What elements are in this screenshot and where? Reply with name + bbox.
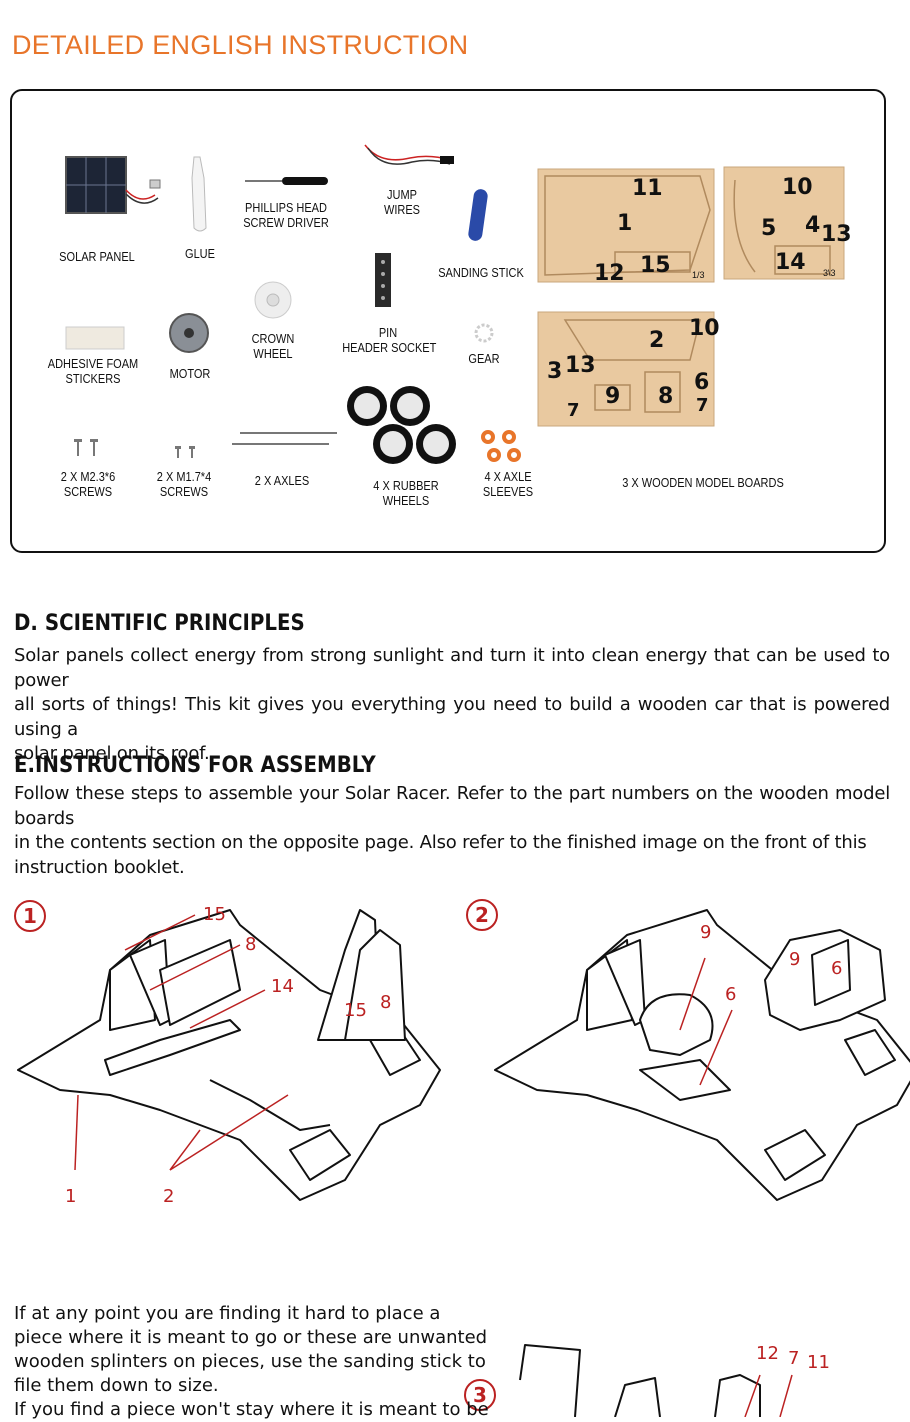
screws-a-image xyxy=(74,439,98,456)
label-solar-panel: SOLAR PANEL xyxy=(59,250,135,264)
board-1-part-number: 11 xyxy=(632,176,663,201)
board-1-part-number: 1 xyxy=(617,211,633,236)
section-e-text: Follow these steps to assemble your Sola… xyxy=(14,783,890,878)
step-3-callout: 7 xyxy=(788,1348,800,1369)
step-3-badge: 3 xyxy=(464,1379,496,1411)
step-1-callout: 8 xyxy=(245,934,257,955)
label-gear: GEAR xyxy=(468,352,500,366)
section-d-heading: D. SCIENTIFIC PRINCIPLES xyxy=(14,611,305,636)
glue-image xyxy=(191,156,207,232)
tip-text: If at any point you are finding it hard … xyxy=(14,1303,489,1420)
step-2-callout: 6 xyxy=(831,958,843,979)
board-2-part-number: 5 xyxy=(761,216,777,241)
step-2-chassis xyxy=(494,909,910,1201)
wooden-board-3 xyxy=(537,311,715,427)
step-1-callout: 1 xyxy=(65,1186,77,1207)
board-3-part-number: 2 xyxy=(649,328,665,353)
contents-box xyxy=(10,89,886,553)
step-1-callout: 2 xyxy=(163,1186,175,1207)
contents-illustrations xyxy=(65,144,845,464)
page-title: DETAILED ENGLISH INSTRUCTION xyxy=(12,30,469,60)
pin-header-image xyxy=(375,253,391,307)
solar-panel-image xyxy=(65,156,161,214)
sanding-stick-image xyxy=(468,189,488,241)
motor-image xyxy=(169,313,209,353)
gear-image xyxy=(474,323,494,343)
board-2-part-number: 13 xyxy=(821,222,852,247)
wooden-board-2 xyxy=(723,166,845,280)
screwdriver-image xyxy=(245,177,328,185)
board-3-part-number: 3 xyxy=(547,359,563,384)
step-2-callout: 6 xyxy=(725,984,737,1005)
board-3-part-number: 8 xyxy=(658,384,674,409)
step-3-callout: 11 xyxy=(807,1352,830,1373)
section-d-text: Solar panels collect energy from strong … xyxy=(14,645,890,764)
step-1-callout: 15 xyxy=(344,1000,367,1021)
label-axles: 2 X AXLES xyxy=(254,474,310,488)
label-sanding-stick: SANDING STICK xyxy=(438,266,524,280)
board-2-part-number: 14 xyxy=(775,250,806,275)
step-2-callout: 9 xyxy=(700,922,712,943)
wheels-image xyxy=(347,386,456,464)
label-boards: 3 X WOODEN MODEL BOARDS xyxy=(622,476,784,490)
step-2-badge: 2 xyxy=(466,899,498,931)
step-1-parts xyxy=(317,909,406,1041)
board-3-part-number: 6 xyxy=(694,370,710,395)
board-3-part-number: 7 xyxy=(567,400,580,421)
crown-wheel-image xyxy=(254,281,292,319)
step-1-callout: 14 xyxy=(271,976,294,997)
label-motor: MOTOR xyxy=(169,367,211,381)
board-1-part-number: 15 xyxy=(640,253,671,278)
board-1-page: 1/3 xyxy=(692,270,705,280)
foam-image xyxy=(65,326,125,350)
board-1-part-number: 12 xyxy=(594,261,625,286)
board-3-part-number: 7 xyxy=(696,395,709,416)
step-3-callout: 12 xyxy=(756,1343,779,1364)
board-2-part-number: 4 xyxy=(805,213,821,238)
board-3-part-number: 10 xyxy=(689,316,720,341)
wooden-board-1 xyxy=(537,168,715,283)
board-2-page: 3\3 xyxy=(823,268,836,278)
board-3-part-number: 13 xyxy=(565,353,596,378)
step-1-chassis xyxy=(17,909,441,1201)
step-1-callout: 8 xyxy=(380,992,392,1013)
step-1-callout: 15 xyxy=(203,904,226,925)
step-3-chassis xyxy=(519,1344,761,1417)
section-e-heading: E.INSTRUCTIONS FOR ASSEMBLY xyxy=(14,753,376,778)
step-2-parts xyxy=(764,929,886,1031)
sleeves-image xyxy=(481,430,521,462)
step-1-badge: 1 xyxy=(14,900,46,932)
axles-image xyxy=(232,432,337,445)
step-2-callout: 9 xyxy=(789,949,801,970)
screws-b-image xyxy=(175,446,195,458)
label-glue: GLUE xyxy=(185,247,215,261)
assembly-diagrams xyxy=(17,909,910,1417)
jump-wires-image xyxy=(364,144,454,165)
board-3-part-number: 9 xyxy=(605,384,621,409)
board-2-part-number: 10 xyxy=(782,175,813,200)
